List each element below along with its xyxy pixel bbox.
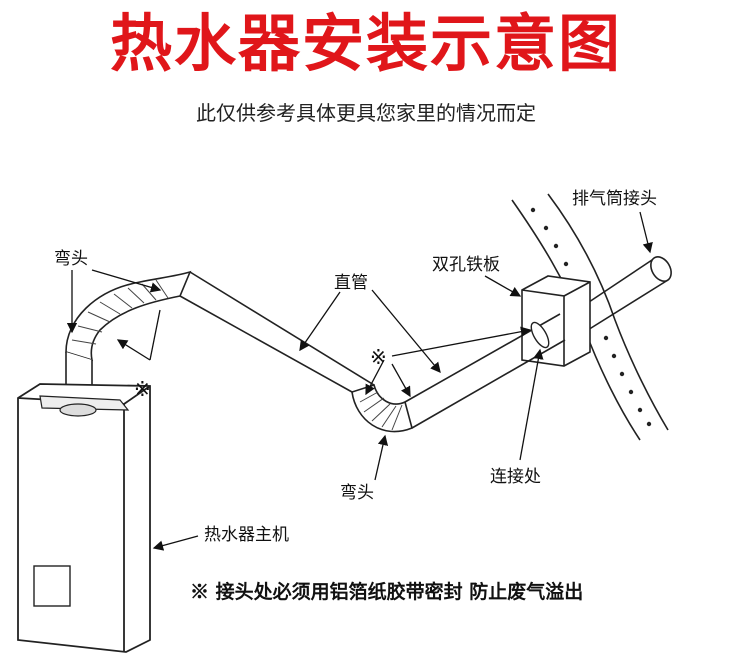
- straight-pipe-right: [404, 313, 566, 429]
- straight-pipe-main: [179, 271, 375, 393]
- page-subtitle: 此仅供参考具体更具您家里的情况而定: [196, 101, 536, 125]
- double-hole-plate: [521, 275, 591, 367]
- label-elbow-top: 弯头: [54, 249, 88, 269]
- label-double-hole-plate: 双孔铁板: [432, 255, 500, 275]
- star-marker-elbow: ※: [134, 377, 151, 401]
- upper-elbow: [65, 270, 192, 362]
- sealing-note: ※ 接头处必须用铝箔纸胶带密封 防止废气溢出: [190, 580, 583, 603]
- lower-elbow: [351, 383, 413, 433]
- label-heater-main: 热水器主机: [204, 525, 289, 545]
- page-title: 热水器安装示意图: [109, 7, 622, 80]
- water-heater: [17, 383, 151, 653]
- label-exhaust-connector: 排气筒接头: [572, 189, 657, 209]
- leader-lines: [66, 211, 653, 551]
- label-elbow-bottom: 弯头: [340, 483, 374, 503]
- label-straight-pipe: 直管: [334, 273, 368, 293]
- label-connection: 连接处: [490, 467, 541, 487]
- star-marker-joint: ※: [370, 345, 387, 369]
